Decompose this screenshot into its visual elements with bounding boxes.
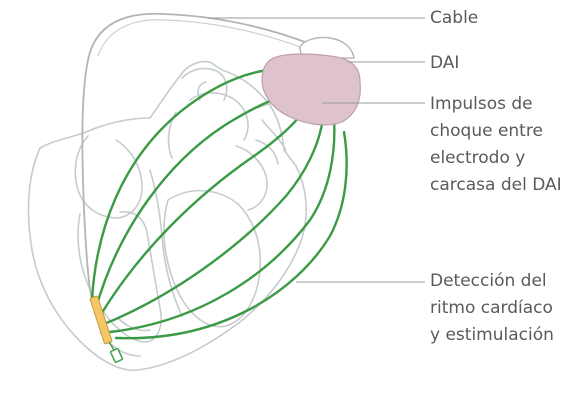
heart-left-atrium	[236, 140, 278, 210]
shock-line	[96, 98, 278, 308]
label-impulsos: Impulsos de choque entre electrodo y car…	[430, 91, 562, 199]
shock-line	[100, 116, 300, 316]
dai-body	[262, 54, 360, 125]
label-dai: DAI	[430, 50, 459, 77]
heart-contour	[28, 62, 306, 371]
label-cable: Cable	[430, 5, 478, 32]
shock-line	[104, 124, 322, 324]
shock-line	[92, 70, 268, 300]
label-deteccion: Detección del ritmo cardíaco y estimulac…	[430, 268, 554, 349]
heart-right-atrium	[75, 136, 142, 218]
heart-outline	[28, 62, 306, 371]
dai-device	[262, 37, 360, 124]
heart-right-ventricle	[78, 212, 161, 342]
shock-line	[116, 132, 347, 338]
heart-pulmonary-artery	[169, 93, 248, 158]
cable-inner	[98, 20, 303, 56]
